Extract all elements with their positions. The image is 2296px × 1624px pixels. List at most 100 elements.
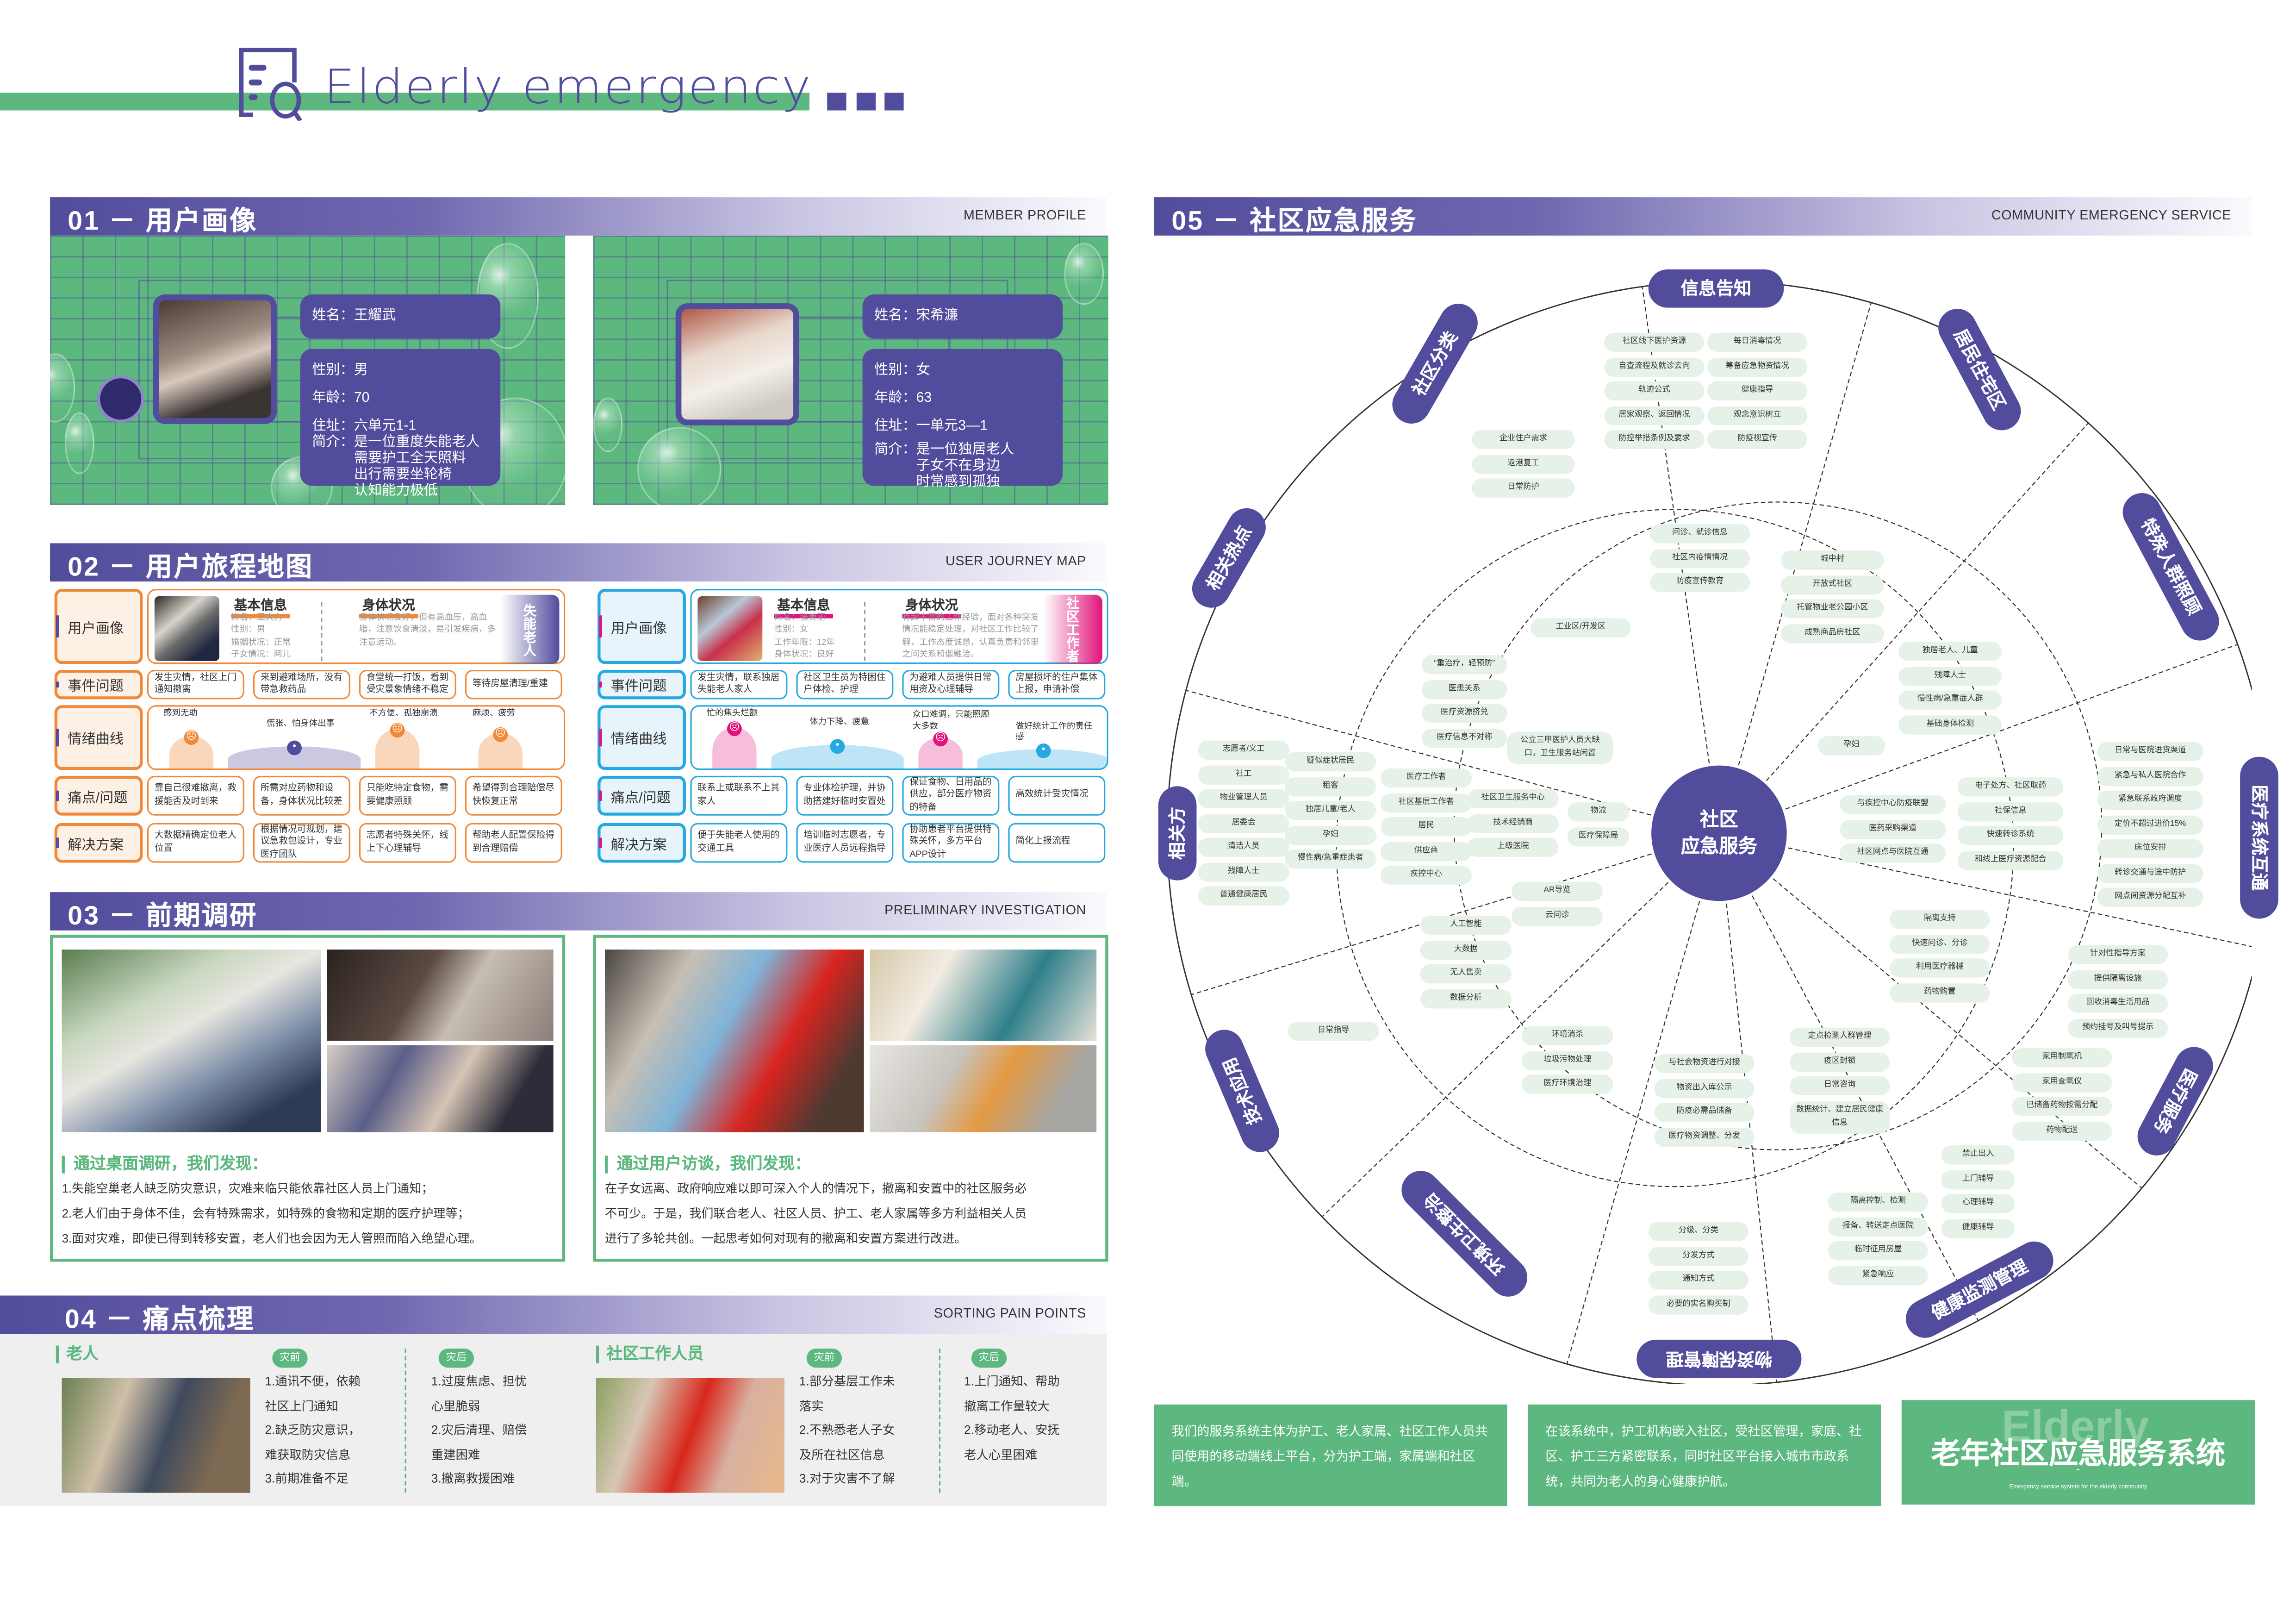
spoke <box>1788 847 2252 947</box>
research-photo <box>62 949 321 1132</box>
event-cell: 来到避难场所，没有带急救药品 <box>253 669 350 700</box>
service-node: 日常防护 <box>1472 478 1575 498</box>
spoke <box>1726 903 1778 1383</box>
service-node: 防疫视宣传 <box>1707 430 1808 449</box>
service-node: 防控举措条例及要求 <box>1604 430 1705 449</box>
journey-row-label: 用户画像 <box>54 589 143 664</box>
persona-card: 基本信息 姓名：王大力 性别：男 婚姻状况：正常 子女情况：两儿 身体状况 身体… <box>147 589 566 664</box>
persona-info-heading: 基本信息 <box>774 595 834 618</box>
divider <box>321 602 323 661</box>
section-header-service: 05 － 社区应急服务 COMMUNITY EMERGENCY SERVICE <box>1154 197 2252 236</box>
research-photo <box>870 949 1097 1041</box>
service-node: 分级、分类 <box>1648 1222 1748 1241</box>
persona-info-heading: 基本信息 <box>231 595 290 618</box>
service-node: 成熟商品房社区 <box>1780 623 1884 643</box>
service-node: 心理辅导 <box>1941 1194 2015 1213</box>
solution-cell: 帮助老人配置保险得到合理赔偿 <box>465 823 562 863</box>
service-node: 隔离支持 <box>1890 910 1990 929</box>
emotion-curve-panel: ☹感到无助•慌张、怕身体出事☹不方便、孤独崩溃☹麻烦、疲劳 <box>147 705 566 770</box>
service-node: 物资出入库公示 <box>1654 1078 1755 1098</box>
spoke <box>1738 302 1872 766</box>
research-photo <box>326 949 554 1041</box>
profile-name-box: 姓名：王耀武 <box>300 294 501 339</box>
research-photo <box>605 949 864 1132</box>
category-pill[interactable]: 物资保障管理 <box>1636 1339 1802 1378</box>
service-node: 物业管理人员 <box>1198 789 1289 808</box>
journey-row-label: 事件问题 <box>54 669 143 700</box>
service-node: 必要的实名购买制 <box>1648 1294 1748 1314</box>
profile-bio-label: 简介： <box>874 442 916 458</box>
profile-bio: 是一位重度失能老人 需要护工全天照料 出行需要坐轮椅 认知能力极低 <box>354 435 480 500</box>
system-subtitle: Emergency service system for the elderly… <box>2009 1482 2147 1490</box>
service-node: 疑似症状居民 <box>1285 752 1376 772</box>
service-node: 社区卫生服务中心 <box>1467 789 1559 808</box>
persona-card: 基本信息 姓名：张美丽 性别：女 工作年限：12年 身体状况：良好 身体状况 有… <box>690 589 1108 664</box>
service-node: 云问诊 <box>1511 906 1603 925</box>
service-node: 疫区封锁 <box>1790 1052 1890 1071</box>
persona-body-text: 身体状况良好，但有高血压，高血脂，注意饮食清淡，易引发疾病，多注意运动。 <box>359 614 496 648</box>
journey-row-label: 情绪曲线 <box>597 705 686 770</box>
research-line: 3.面对灾难，即使已得到转移安置，老人们也会因为无人管照而陷入绝望心理。 <box>62 1231 482 1245</box>
pain-cell: 只能吃特定食物，需要健康照顾 <box>359 775 456 816</box>
research-line: 2.老人们由于身体不佳，会有特殊需求，如特殊的食物和定期的医疗护理等； <box>62 1207 470 1220</box>
neutral-face-icon: • <box>287 740 302 756</box>
category-pill[interactable]: 医疗系统互通 <box>2240 756 2278 919</box>
inner-ring <box>1336 509 2014 1187</box>
emotion-label: 不方便、孤独崩溃 <box>369 709 438 718</box>
pain-photo <box>62 1378 250 1493</box>
section-title: 05 － 社区应急服务 <box>1171 206 1418 236</box>
spoke <box>1191 853 1652 995</box>
research-card-interview: 通过用户访谈，我们发现： 在子女远离、政府响应难以即可深入个人的情况下，撤离和安… <box>593 935 1108 1262</box>
solution-cell: 便于失能老人使用的交通工具 <box>690 823 788 863</box>
pain-list-after: 1.过度焦虑、担忧 心里脆弱 2.灾后清理、赔偿 重建困难 3.撤离救援困难 <box>431 1374 527 1486</box>
emotion-label: 众口难调，只能照顾大多数 <box>912 711 989 731</box>
service-node: 基础身体检测 <box>1898 714 2002 734</box>
service-node: 和线上医疗资源配合 <box>1957 850 2064 869</box>
service-node: 环境消杀 <box>1522 1026 1613 1045</box>
service-node: “重治疗，轻预防” <box>1422 655 1507 675</box>
service-node: 社区网点与医院互通 <box>1840 843 1946 863</box>
service-node: 社区线下医护资源 <box>1604 332 1705 352</box>
service-node: 大数据 <box>1420 940 1512 959</box>
service-node: 健康辅导 <box>1941 1218 2015 1237</box>
profile-card: 姓名：宋希濂 性别：女 年龄：63 住址：一单元3—1 简介： 是一位独居老人 … <box>593 235 1108 505</box>
section-title: 01 － 用户画像 <box>68 206 258 236</box>
service-node: 日常指导 <box>1288 1022 1379 1041</box>
solution-cell: 根据情况可规划，建议急救包设计，专业医疗团队 <box>253 823 350 863</box>
persona-tag: 社区工作者 <box>1043 594 1102 664</box>
research-heading: 通过桌面调研，我们发现： <box>62 1156 268 1174</box>
service-node: 针对性指导方案 <box>2068 945 2168 964</box>
service-node: 隔离控制、检测 <box>1828 1192 1928 1212</box>
avatar <box>675 303 799 426</box>
service-node: 轨迹公式 <box>1604 381 1705 400</box>
service-node: 药物购置 <box>1890 982 1990 1002</box>
service-node: 临时征用房屋 <box>1828 1241 1928 1261</box>
section-title: 04 － 痛点梳理 <box>64 1304 255 1334</box>
service-node: 无人售卖 <box>1420 964 1512 984</box>
divider <box>864 602 865 661</box>
decor-square <box>827 93 846 111</box>
service-node: 居家观察、返回情况 <box>1604 406 1705 425</box>
service-node: 电子处方、社区取药 <box>1957 777 2064 797</box>
pain-cell: 高效统计受灾情况 <box>1008 775 1106 816</box>
pain-cell: 所需对应药物和设备，身体状况比较差 <box>253 775 350 816</box>
research-line: 进行了多轮共创。一起思考如何对现有的撤离和安置方案进行改进。 <box>605 1231 967 1245</box>
pain-cell: 靠自己很难撤离，救援能否及时到来 <box>147 775 244 816</box>
service-node: 社区内疫情情况 <box>1649 548 1750 568</box>
spoke <box>1186 690 1651 816</box>
journey-row-label: 解决方案 <box>54 823 143 863</box>
category-pill[interactable]: 相关方 <box>1158 786 1197 881</box>
service-node: 物流 <box>1567 802 1630 822</box>
journey-row-label: 痛点/问题 <box>54 775 143 816</box>
category-pill[interactable]: 信息告知 <box>1648 269 1784 308</box>
service-node: 快速转诊系统 <box>1957 826 2064 845</box>
emotion-label: 麻烦、疲劳 <box>472 709 516 718</box>
service-node: 慢性病/急重症人群 <box>1898 690 2002 710</box>
service-node: 通知方式 <box>1648 1270 1748 1290</box>
research-text: 在子女远离、政府响应难以即可深入个人的情况下，撤离和安置中的社区服务必 不可少。… <box>605 1178 1105 1252</box>
section-header-profile: 01 － 用户画像 MEMBER PROFILE <box>50 197 1107 236</box>
section-subtitle: SORTING PAIN POINTS <box>933 1305 1086 1321</box>
service-node: 观念意识树立 <box>1707 406 1808 425</box>
avatar <box>153 294 277 424</box>
